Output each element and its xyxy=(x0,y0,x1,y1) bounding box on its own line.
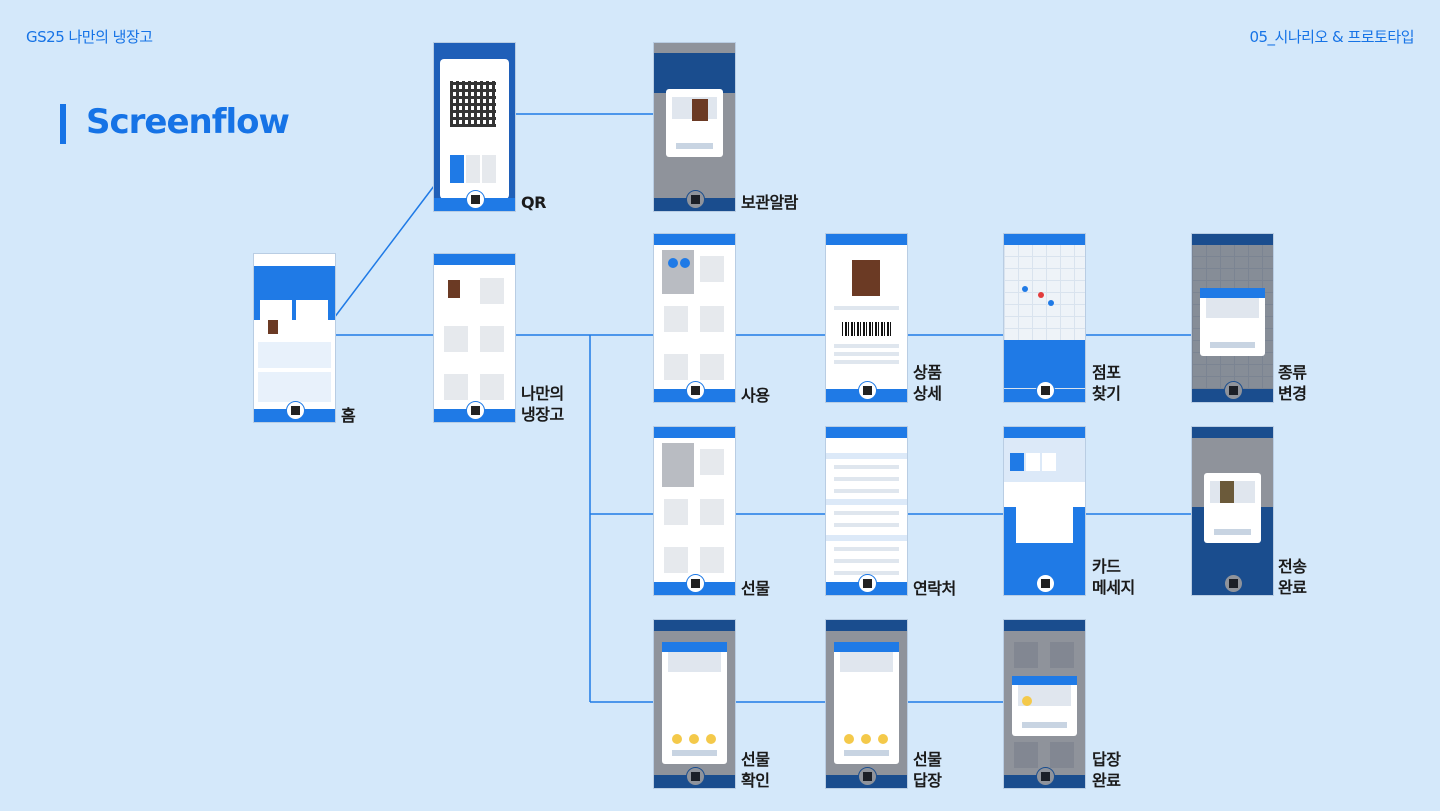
screen-use[interactable] xyxy=(654,234,735,402)
label-use: 사용 xyxy=(741,386,770,405)
screen-card-message[interactable] xyxy=(1004,427,1085,595)
screen-my-fridge[interactable] xyxy=(434,254,515,422)
label-change-type: 종류 변경 xyxy=(1278,363,1307,403)
screen-find-store[interactable] xyxy=(1004,234,1085,402)
label-gift: 선물 xyxy=(741,579,770,598)
label-reply-complete: 답장 완료 xyxy=(1092,750,1121,790)
screen-gift-check[interactable] xyxy=(654,620,735,788)
label-qr: QR xyxy=(521,193,546,212)
screen-contacts[interactable] xyxy=(826,427,907,595)
label-product-detail: 상품 상세 xyxy=(913,363,942,403)
screen-product-detail[interactable] xyxy=(826,234,907,402)
header-left-title: GS25 나만의 냉장고 xyxy=(26,28,153,46)
connector-home-qr xyxy=(333,185,435,319)
label-storage-alarm: 보관알람 xyxy=(741,193,798,212)
label-find-store: 점포 찾기 xyxy=(1092,363,1121,403)
label-home: 홈 xyxy=(341,406,356,425)
screen-home[interactable] xyxy=(254,254,335,422)
label-card-message: 카드 메세지 xyxy=(1092,557,1135,597)
label-my-fridge: 나만의 냉장고 xyxy=(521,384,564,424)
label-gift-check: 선물 확인 xyxy=(741,750,770,790)
screen-send-complete[interactable] xyxy=(1192,427,1273,595)
screen-change-type[interactable] xyxy=(1192,234,1273,402)
title-accent-bar xyxy=(60,104,66,144)
label-gift-reply: 선물 답장 xyxy=(913,750,942,790)
label-send-complete: 전송 완료 xyxy=(1278,557,1307,597)
screen-gift[interactable] xyxy=(654,427,735,595)
screen-storage-alarm[interactable] xyxy=(654,43,735,211)
screen-reply-complete[interactable] xyxy=(1004,620,1085,788)
screen-qr[interactable] xyxy=(434,43,515,211)
label-contacts: 연락처 xyxy=(913,579,956,598)
page-title: Screenflow xyxy=(86,102,290,142)
screen-gift-reply[interactable] xyxy=(826,620,907,788)
header-right-title: 05_시나리오 & 프로토타입 xyxy=(1249,28,1414,46)
